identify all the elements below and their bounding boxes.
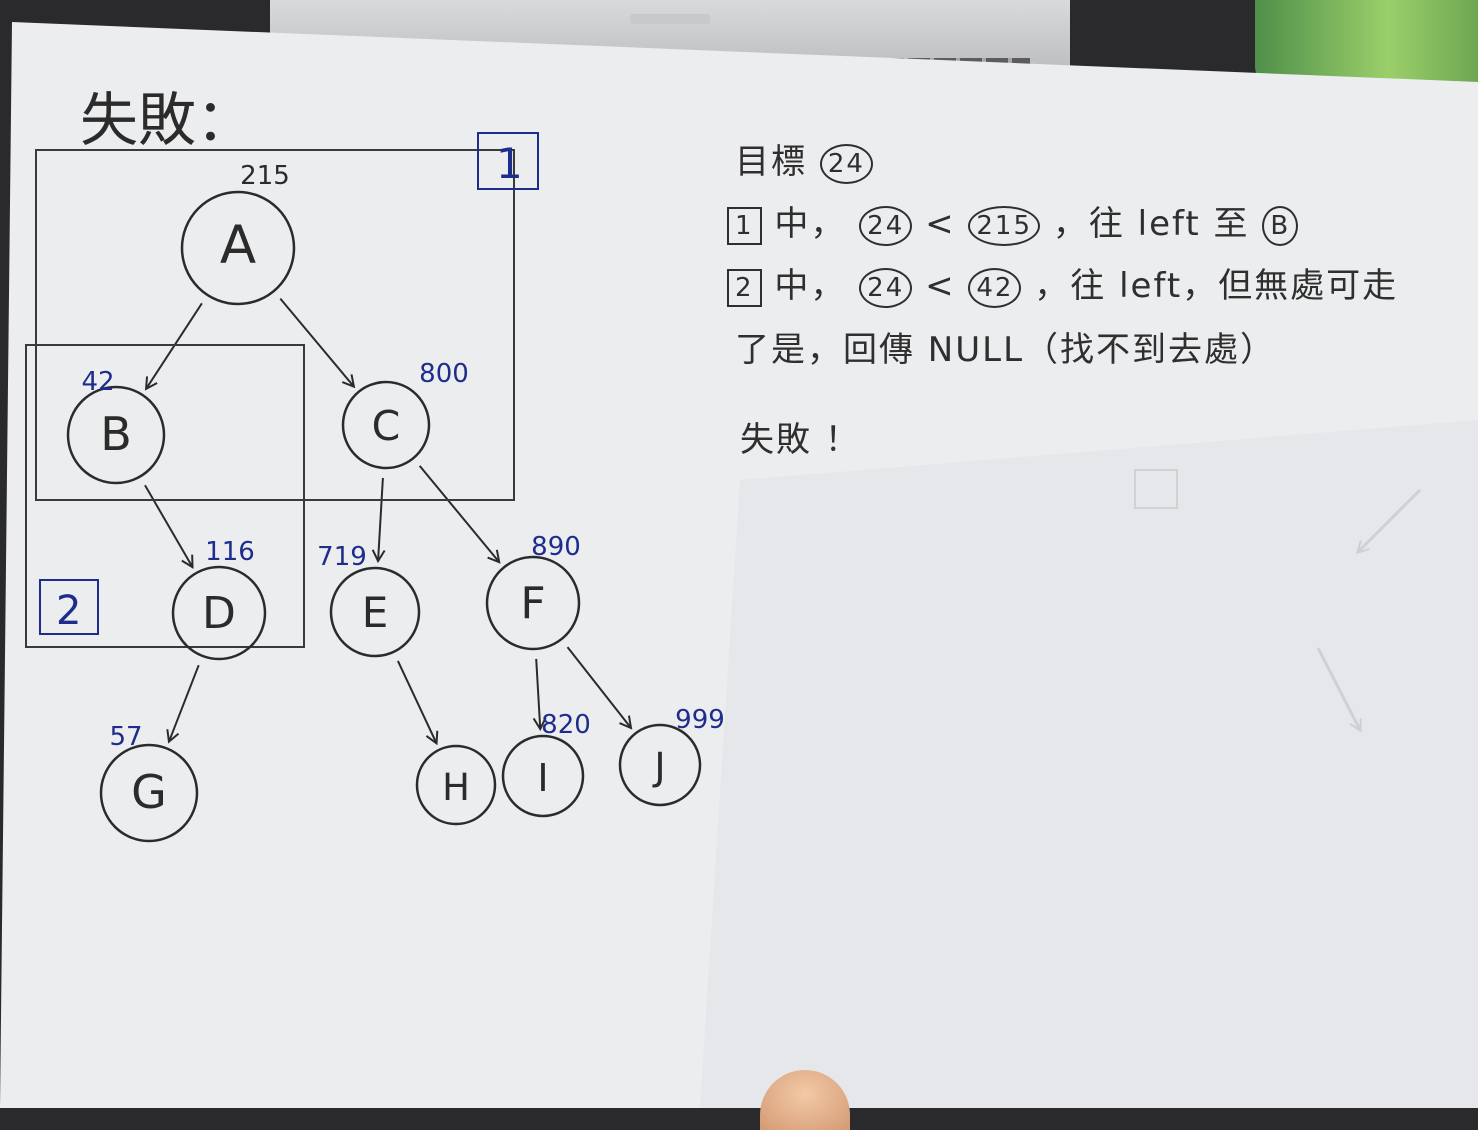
node-E-value: 719	[317, 542, 367, 572]
node-G-circle	[99, 743, 199, 843]
node-J-label: J	[652, 745, 665, 789]
note-step-1: 1 中， 24 < 215 ，往 left 至 B	[727, 196, 1299, 246]
node-I-label: I	[537, 756, 548, 800]
node-F-value: 890	[531, 532, 581, 562]
paper-shadow	[700, 420, 1478, 1108]
node-I-value: 820	[541, 710, 591, 740]
node-D-label: D	[202, 588, 236, 639]
region-box-1	[35, 149, 515, 501]
node-B-circle	[66, 385, 166, 485]
node-A-value: 215	[240, 161, 290, 191]
box-1-tag	[477, 132, 539, 190]
node-B-label: B	[100, 407, 132, 461]
node-G: G 57	[99, 722, 199, 843]
region-box-2	[25, 344, 305, 648]
page-title: 失敗：	[80, 86, 254, 154]
note-line-4: 失敗 ！	[740, 420, 861, 460]
note-step-1-b: 215	[968, 205, 1041, 246]
node-A-label: A	[220, 215, 256, 276]
node-J-value: 999	[675, 705, 725, 735]
node-H: H	[415, 744, 497, 826]
edge-F-I	[536, 658, 540, 728]
node-E-label: E	[362, 588, 389, 637]
node-B: B 42	[66, 367, 166, 485]
note-step-2: 2 中， 24 < 42 ，往 left，但無處可走	[727, 258, 1398, 308]
note-step-1-box: 1	[727, 206, 762, 245]
box-2-tag	[39, 579, 99, 635]
box-1-label: 1	[496, 139, 523, 188]
edge-C-E	[378, 477, 383, 560]
note-step-1-lt: <	[925, 204, 956, 244]
note-step-2-tail: ，往 left，但無處可走	[1034, 266, 1399, 306]
note-step-1-node: B	[1262, 205, 1299, 246]
node-C-label: C	[372, 402, 401, 450]
edge-D-G	[169, 664, 200, 741]
box-2-label: 2	[56, 588, 81, 634]
note-step-1-in: 中，	[774, 204, 847, 244]
note-step-2-lt: <	[925, 266, 956, 306]
note-step-2-a: 24	[859, 267, 913, 308]
node-G-label: G	[131, 765, 167, 819]
node-I-circle	[501, 734, 585, 818]
node-H-circle	[415, 744, 497, 826]
node-J-circle	[618, 723, 702, 807]
node-F-circle	[485, 555, 581, 651]
node-D-value: 116	[205, 537, 255, 567]
node-H-label: H	[442, 766, 470, 809]
node-C-value: 800	[419, 359, 469, 389]
edge-A-C	[279, 297, 353, 386]
edge-B-D	[144, 484, 192, 566]
note-step-1-tail: ，往 left 至	[1052, 204, 1250, 244]
edge-C-F	[418, 465, 499, 562]
note-step-2-in: 中，	[774, 266, 847, 306]
node-G-value: 57	[109, 722, 142, 752]
node-C: C 800	[341, 359, 469, 470]
note-target-value: 24	[819, 143, 873, 184]
node-I: I 820	[501, 710, 591, 818]
note-step-1-a: 24	[859, 205, 913, 246]
laptop-logo	[630, 14, 710, 24]
faint-bleed-through	[1134, 469, 1422, 730]
note-line-3: 了是，回傳 NULL（找不到去處）	[735, 330, 1277, 370]
node-E: E 719	[317, 542, 421, 658]
note-target: 目標 24	[735, 134, 873, 184]
note-step-2-box: 2	[727, 268, 762, 307]
node-A-circle	[180, 190, 296, 306]
node-B-value: 42	[81, 367, 114, 397]
node-D: D 116	[171, 537, 267, 661]
node-F: F 890	[485, 532, 581, 651]
edge-F-J	[566, 646, 631, 727]
edge-E-H	[396, 660, 436, 743]
note-target-label: 目標	[735, 142, 807, 182]
node-J: J 999	[618, 705, 725, 807]
node-A: A 215	[180, 161, 296, 306]
node-E-circle	[329, 566, 421, 658]
node-F-label: F	[520, 578, 545, 629]
note-step-2-b: 42	[968, 267, 1022, 308]
node-C-circle	[341, 380, 431, 470]
node-D-circle	[171, 565, 267, 661]
